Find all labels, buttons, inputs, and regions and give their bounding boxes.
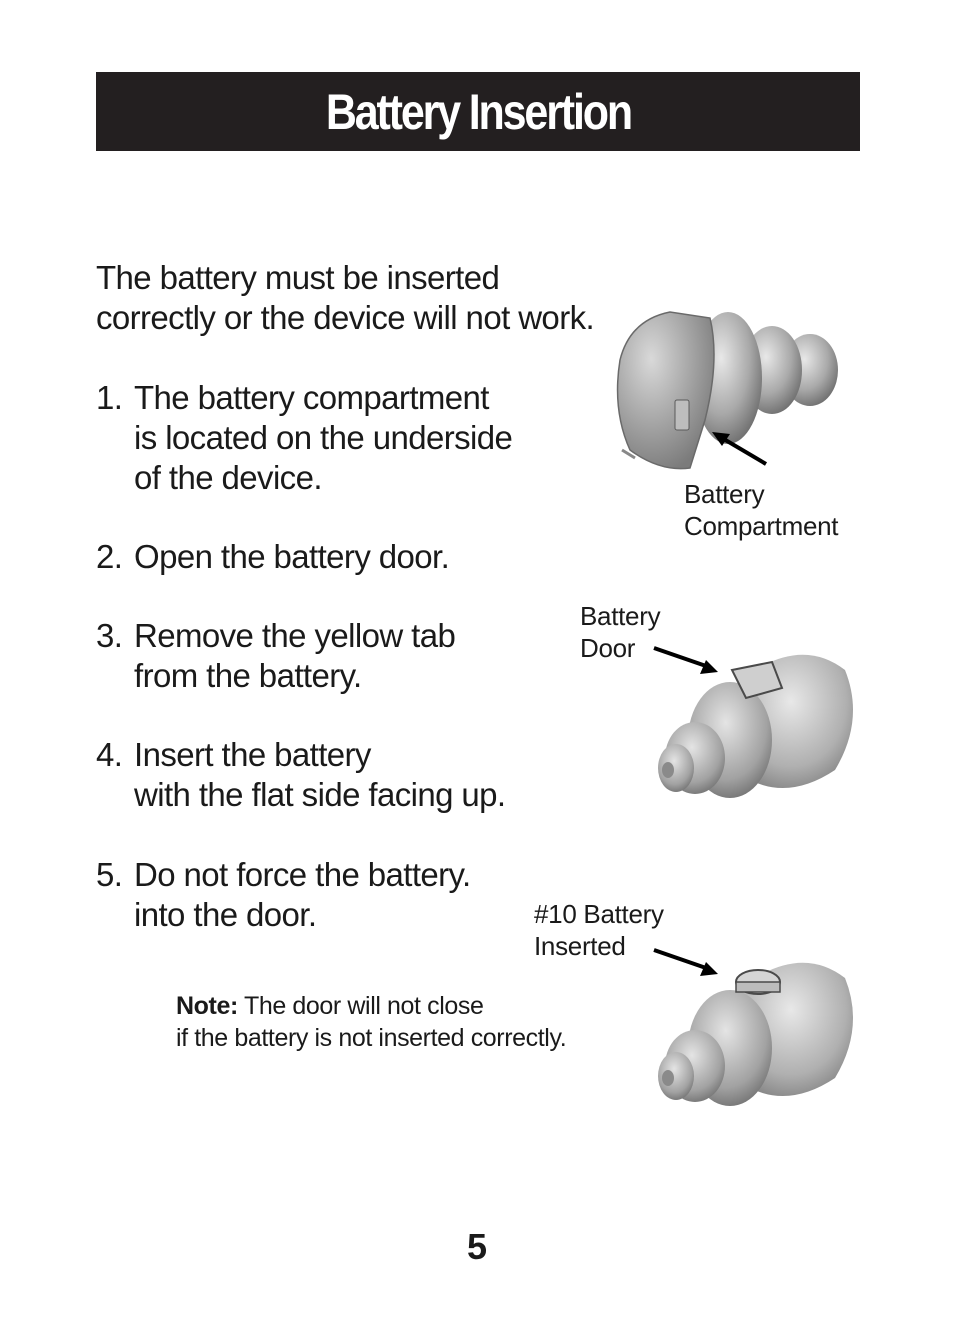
- device-compartment-image: [616, 311, 838, 470]
- intro-text: The battery must be inserted correctly o…: [96, 259, 595, 336]
- step-text: Insert the battery with the flat side fa…: [134, 736, 506, 813]
- title-bar: Battery Insertion: [96, 72, 860, 151]
- step-number: 5.: [96, 856, 123, 893]
- step-text: Do not force the battery. into the door.: [134, 856, 471, 933]
- step-text: The battery compartment is located on th…: [134, 379, 513, 496]
- arrow-icon: [653, 948, 718, 976]
- step-number: 3.: [96, 617, 123, 654]
- device-door-image: [658, 654, 853, 798]
- arrow-icon: [720, 436, 768, 466]
- caption-door: Battery Door: [580, 601, 661, 663]
- caption-inserted: #10 Battery Inserted: [534, 899, 664, 961]
- page-title: Battery Insertion: [325, 83, 632, 140]
- note: Note: The door will not close if the bat…: [176, 990, 567, 1054]
- step-text: Remove the yellow tab from the battery.: [134, 617, 456, 694]
- note-label: Note:: [176, 992, 238, 1020]
- arrow-icon: [653, 646, 718, 674]
- step-number: 4.: [96, 736, 123, 773]
- step-number: 1.: [96, 379, 123, 416]
- step-text: Open the battery door.: [134, 538, 450, 575]
- page-number: 5: [466, 1226, 488, 1267]
- caption-compartment: Battery Compartment: [684, 479, 839, 541]
- step-number: 2.: [96, 538, 123, 575]
- device-battery-inserted-image: [658, 962, 853, 1106]
- note-text: The door will not close if the battery i…: [176, 992, 567, 1052]
